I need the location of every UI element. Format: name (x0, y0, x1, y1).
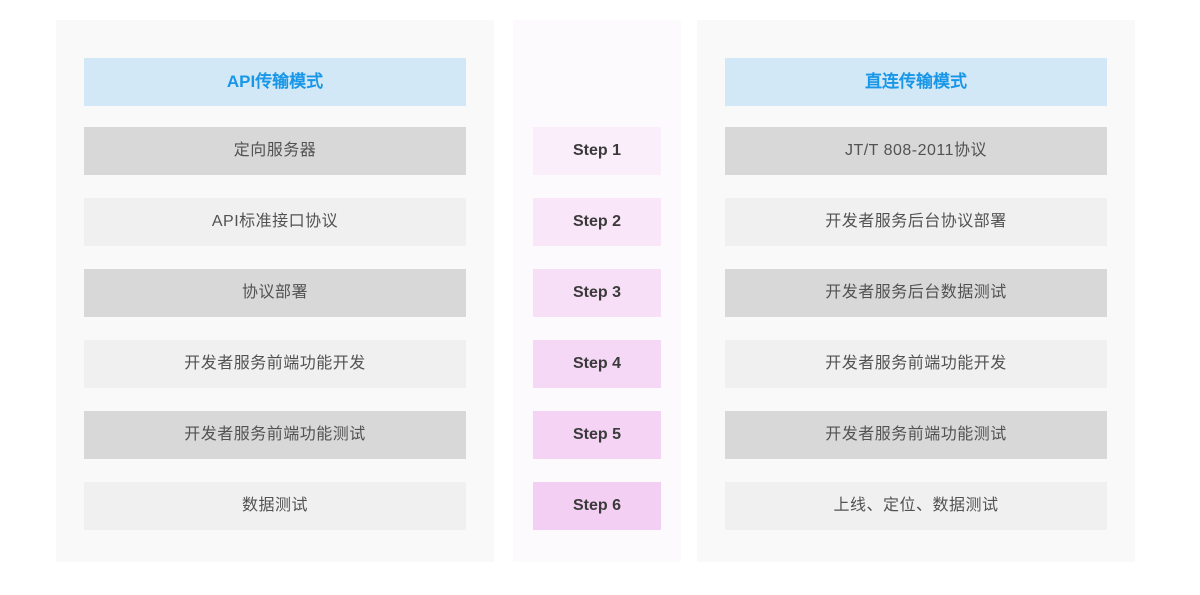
api-mode-panel: API传输模式 定向服务器 API标准接口协议 协议部署 开发者服务前端功能开发… (56, 20, 494, 562)
direct-flow-row-6: 上线、定位、数据测试 (725, 482, 1107, 530)
api-flow-row-2: API标准接口协议 (84, 198, 466, 246)
api-mode-title: API传输模式 (84, 58, 466, 106)
api-flow-row-3: 协议部署 (84, 269, 466, 317)
direct-flow-row-4: 开发者服务前端功能开发 (725, 340, 1107, 388)
api-flow-row-1: 定向服务器 (84, 127, 466, 175)
api-flow-row-4: 开发者服务前端功能开发 (84, 340, 466, 388)
step-label-2: Step 2 (533, 198, 661, 246)
step-label-1: Step 1 (533, 127, 661, 175)
steps-panel: Step 1 Step 2 Step 3 Step 4 Step 5 Step … (513, 20, 681, 562)
step-label-4: Step 4 (533, 340, 661, 388)
direct-flow-row-5: 开发者服务前端功能测试 (725, 411, 1107, 459)
direct-flow-row-2: 开发者服务后台协议部署 (725, 198, 1107, 246)
step-label-6: Step 6 (533, 482, 661, 530)
step-label-5: Step 5 (533, 411, 661, 459)
api-flow-row-6: 数据测试 (84, 482, 466, 530)
direct-flow-row-1: JT/T 808-2011协议 (725, 127, 1107, 175)
direct-mode-title: 直连传输模式 (725, 58, 1107, 106)
api-flow-row-5: 开发者服务前端功能测试 (84, 411, 466, 459)
direct-flow-row-3: 开发者服务后台数据测试 (725, 269, 1107, 317)
step-label-3: Step 3 (533, 269, 661, 317)
direct-mode-panel: 直连传输模式 JT/T 808-2011协议 开发者服务后台协议部署 开发者服务… (697, 20, 1135, 562)
